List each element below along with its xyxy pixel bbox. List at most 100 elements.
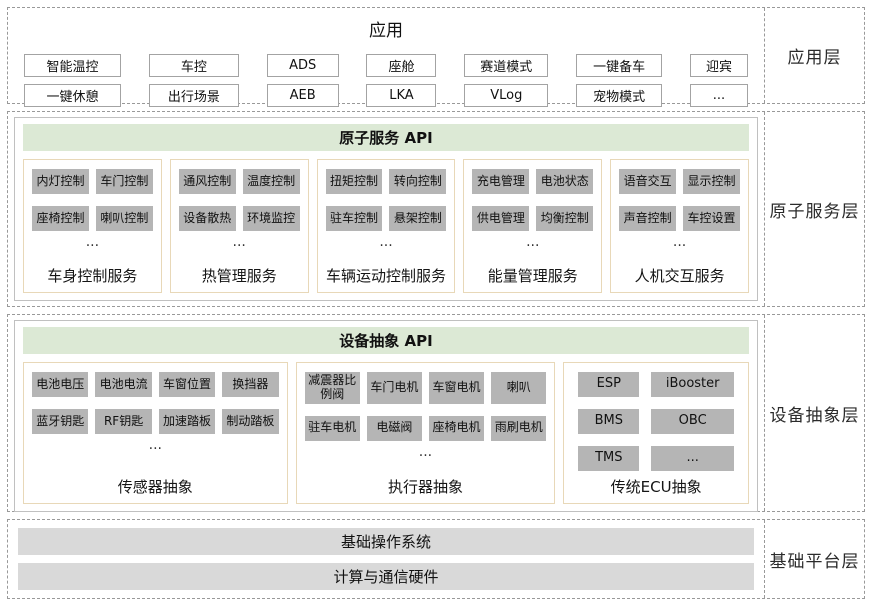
group-title: 传统ECU抽象 bbox=[610, 478, 702, 496]
app-item: AEB bbox=[266, 84, 339, 107]
group-title: 人机交互服务 bbox=[634, 267, 725, 285]
group-title: 执行器抽象 bbox=[387, 478, 463, 496]
ellipsis: ... bbox=[85, 234, 100, 250]
atomic-service-layer-content: 原子服务 API 内灯控制 车门控制 座椅控制 喇叭控制 ... 车身控制服务 bbox=[8, 112, 764, 306]
app-item: 迎宾 bbox=[689, 54, 748, 77]
atomic-service-groups: 内灯控制 车门控制 座椅控制 喇叭控制 ... 车身控制服务 通风控制 温度控制… bbox=[23, 159, 749, 293]
group-vehicle-motion-control-service: 扭矩控制 转向控制 驻车控制 悬架控制 ... 车辆运动控制服务 bbox=[316, 159, 456, 293]
ecu-item: OBC bbox=[651, 409, 734, 434]
layer-label-device-abstraction: 设备抽象层 bbox=[764, 315, 864, 511]
device-item: 驻车电机 bbox=[304, 415, 360, 441]
app-item: 宠物模式 bbox=[576, 84, 663, 107]
service-item: 内灯控制 bbox=[32, 169, 89, 194]
app-item: ADS bbox=[266, 54, 339, 77]
device-item: 喇叭 bbox=[491, 372, 547, 404]
service-item: 设备散热 bbox=[178, 206, 236, 231]
app-item: 一键备车 bbox=[576, 54, 663, 77]
service-item: 充电管理 bbox=[472, 169, 530, 194]
device-item: 车窗电机 bbox=[428, 372, 485, 404]
ellipsis: ... bbox=[379, 234, 393, 250]
device-abstraction-api-bar: 设备抽象 API bbox=[23, 327, 749, 354]
service-item: 电池状态 bbox=[536, 169, 594, 194]
device-abstraction-layer-content: 设备抽象 API 电池电压 电池电流 车窗位置 换挡器 蓝牙钥匙 RF钥匙 加速… bbox=[8, 315, 764, 512]
base-platform-content: 基础操作系统 计算与通信硬件 bbox=[8, 520, 764, 598]
hmi-items: 语音交互 显示控制 声音控制 车控设置 bbox=[619, 169, 740, 231]
ecu-items: ESP iBooster BMS OBC TMS ... bbox=[572, 372, 740, 471]
device-item: 蓝牙钥匙 bbox=[32, 409, 89, 434]
group-title: 车辆运动控制服务 bbox=[325, 267, 446, 285]
device-item: 雨刷电机 bbox=[491, 415, 547, 441]
ecu-item: iBooster bbox=[651, 372, 734, 397]
group-legacy-ecu-abstraction: ESP iBooster BMS OBC TMS ... 传统ECU抽象 bbox=[563, 362, 749, 504]
atomic-service-api-bar: 原子服务 API bbox=[23, 124, 749, 151]
sensor-items: 电池电压 电池电流 车窗位置 换挡器 蓝牙钥匙 RF钥匙 加速踏板 制动踏板 bbox=[32, 372, 279, 434]
app-item: ... bbox=[689, 84, 748, 107]
device-abstraction-layer: 设备抽象 API 电池电压 电池电流 车窗位置 换挡器 蓝牙钥匙 RF钥匙 加速… bbox=[7, 314, 865, 512]
app-item: 出行场景 bbox=[148, 84, 239, 107]
device-item: 车窗位置 bbox=[158, 372, 216, 397]
energy-items: 充电管理 电池状态 供电管理 均衡控制 bbox=[472, 169, 594, 231]
app-item: 赛道模式 bbox=[464, 54, 549, 77]
service-item: 供电管理 bbox=[472, 206, 530, 231]
group-sensor-abstraction: 电池电压 电池电流 车窗位置 换挡器 蓝牙钥匙 RF钥匙 加速踏板 制动踏板 .… bbox=[23, 362, 288, 504]
group-hmi-service: 语音交互 显示控制 声音控制 车控设置 ... 人机交互服务 bbox=[610, 159, 749, 293]
application-title: 应用 bbox=[369, 21, 403, 41]
actuator-items: 减震器比例阀 车门电机 车窗电机 喇叭 驻车电机 电磁阀 座椅电机 雨刷电机 bbox=[304, 372, 547, 441]
ecu-item: TMS bbox=[578, 446, 640, 471]
layer-label-application: 应用层 bbox=[764, 8, 864, 103]
app-item: 一键休憩 bbox=[24, 84, 121, 107]
group-title: 能量管理服务 bbox=[487, 267, 578, 285]
device-item: 车门电机 bbox=[366, 372, 422, 404]
motion-control-items: 扭矩控制 转向控制 驻车控制 悬架控制 bbox=[325, 169, 447, 231]
device-item: 加速踏板 bbox=[158, 409, 216, 434]
group-title: 车身控制服务 bbox=[47, 267, 138, 285]
app-item: 车控 bbox=[148, 54, 239, 77]
service-item: 悬架控制 bbox=[389, 206, 447, 231]
group-thermal-management-service: 通风控制 温度控制 设备散热 环境监控 ... 热管理服务 bbox=[169, 159, 309, 293]
base-os-bar: 基础操作系统 bbox=[18, 528, 754, 555]
device-item: 电磁阀 bbox=[366, 415, 422, 441]
layer-label-atomic-service: 原子服务层 bbox=[764, 112, 864, 306]
layer-label-base-platform: 基础平台层 bbox=[764, 520, 864, 598]
ecu-item: ... bbox=[651, 446, 734, 471]
body-control-items: 内灯控制 车门控制 座椅控制 喇叭控制 bbox=[32, 169, 153, 231]
device-item: 电池电流 bbox=[95, 372, 152, 397]
service-item: 均衡控制 bbox=[536, 206, 594, 231]
device-item: RF钥匙 bbox=[95, 409, 152, 434]
device-item: 座椅电机 bbox=[428, 415, 485, 441]
ecu-item: ESP bbox=[578, 372, 640, 397]
service-item: 语音交互 bbox=[619, 169, 677, 194]
service-item: 驻车控制 bbox=[325, 206, 383, 231]
ellipsis: ... bbox=[672, 234, 687, 250]
app-item: LKA bbox=[366, 84, 437, 107]
device-abstraction-groups: 电池电压 电池电流 车窗位置 换挡器 蓝牙钥匙 RF钥匙 加速踏板 制动踏板 .… bbox=[23, 362, 749, 504]
group-body-control-service: 内灯控制 车门控制 座椅控制 喇叭控制 ... 车身控制服务 bbox=[23, 159, 162, 293]
application-row-1: 智能温控 车控 ADS 座舱 赛道模式 一键备车 迎宾 bbox=[24, 54, 748, 77]
service-item: 显示控制 bbox=[683, 169, 740, 194]
atomic-service-box: 原子服务 API 内灯控制 车门控制 座椅控制 喇叭控制 ... 车身控制服务 bbox=[14, 117, 758, 301]
device-abstraction-box: 设备抽象 API 电池电压 电池电流 车窗位置 换挡器 蓝牙钥匙 RF钥匙 加速… bbox=[14, 320, 758, 512]
ellipsis: ... bbox=[148, 437, 162, 453]
device-item: 换挡器 bbox=[222, 372, 279, 397]
group-title: 热管理服务 bbox=[201, 267, 277, 285]
ecu-item: BMS bbox=[578, 409, 640, 434]
application-layer-content: 应用 智能温控 车控 ADS 座舱 赛道模式 一键备车 迎宾 一键休憩 出行场景… bbox=[8, 8, 764, 107]
device-item: 减震器比例阀 bbox=[304, 372, 360, 404]
group-title: 传感器抽象 bbox=[117, 478, 193, 496]
application-row-2: 一键休憩 出行场景 AEB LKA VLog 宠物模式 ... bbox=[24, 84, 748, 107]
thermal-items: 通风控制 温度控制 设备散热 环境监控 bbox=[178, 169, 300, 231]
service-item: 车门控制 bbox=[95, 169, 153, 194]
service-item: 车控设置 bbox=[683, 206, 740, 231]
service-item: 通风控制 bbox=[178, 169, 236, 194]
ellipsis: ... bbox=[418, 443, 433, 460]
service-item: 温度控制 bbox=[242, 169, 300, 194]
ellipsis: ... bbox=[526, 234, 540, 250]
service-item: 声音控制 bbox=[619, 206, 677, 231]
app-item: 座舱 bbox=[366, 54, 437, 77]
service-item: 座椅控制 bbox=[32, 206, 89, 231]
base-platform-layer: 基础操作系统 计算与通信硬件 基础平台层 bbox=[7, 519, 865, 599]
application-layer: 应用 智能温控 车控 ADS 座舱 赛道模式 一键备车 迎宾 一键休憩 出行场景… bbox=[7, 7, 865, 107]
atomic-service-layer: 原子服务 API 内灯控制 车门控制 座椅控制 喇叭控制 ... 车身控制服务 bbox=[7, 111, 865, 307]
group-energy-management-service: 充电管理 电池状态 供电管理 均衡控制 ... 能量管理服务 bbox=[463, 159, 603, 293]
